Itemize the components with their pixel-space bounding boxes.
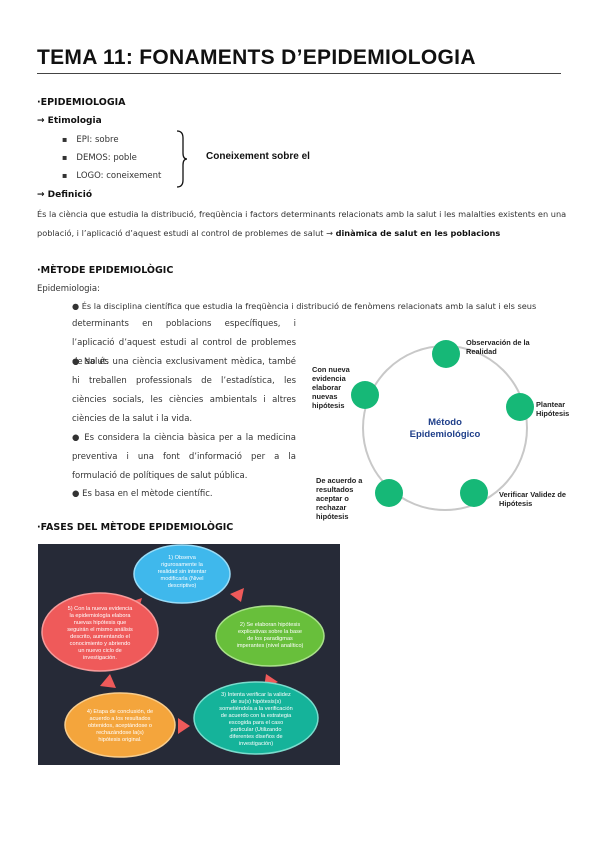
metode-bullet-4: ● Es basa en el mètode científic. bbox=[72, 489, 213, 499]
phase-1-text: 1) Observa bbox=[168, 555, 197, 561]
cycle-node-verificar bbox=[460, 479, 488, 507]
cycle-label: Observación de la bbox=[466, 338, 531, 347]
phase-4-shape bbox=[64, 692, 176, 758]
phase-5-text: conocimiento y abriendo bbox=[70, 641, 131, 647]
cycle-center-line-2: Epidemiológico bbox=[410, 429, 481, 440]
phase-1-text: realidad sin intentar bbox=[158, 569, 207, 575]
cycle-node-nueva bbox=[351, 381, 379, 409]
brace-label: Coneixement sobre el bbox=[206, 151, 310, 162]
definicio-text: població, i l’aplicació d’aquest estudi … bbox=[37, 228, 333, 238]
phase-5-text: un nuevo ciclo de bbox=[78, 648, 122, 654]
cycle-node-observacion bbox=[432, 340, 460, 368]
cycle-label: rechazar bbox=[316, 503, 347, 512]
phase-3-text: investigación) bbox=[239, 741, 273, 747]
metode-bullet-3: ● Es considera la ciència bàsica per a l… bbox=[72, 433, 296, 481]
phase-5-text: seguirán el mismo análisis bbox=[67, 627, 133, 633]
cycle-label: aceptar o bbox=[316, 494, 349, 503]
cycle-node-acuerdo bbox=[375, 479, 403, 507]
title-divider bbox=[37, 73, 561, 74]
section-heading-metode: ·MÈTODE EPIDEMIOLÒGIC bbox=[37, 265, 174, 276]
epidemiological-method-cycle: Método Epidemiológico Observación de la … bbox=[312, 338, 569, 521]
cycle-label: hipótesis bbox=[316, 512, 348, 521]
phase-5-text: descrito, aumentando el bbox=[70, 634, 130, 640]
phase-4-text: rechazándose la(s) bbox=[96, 730, 144, 736]
phase-4-text: obtenidos, aceptándose o bbox=[88, 723, 152, 729]
phase-3-text: sometiéndola a la verificación bbox=[219, 706, 292, 712]
metode-bullet-1-rest: determinants en poblacions específiques,… bbox=[72, 319, 296, 367]
section-heading-fases: ·FASES DEL MÈTODE EPIDEMIOLÒGIC bbox=[37, 522, 234, 533]
cycle-label: Plantear bbox=[536, 400, 565, 409]
phase-1-shape bbox=[133, 544, 231, 604]
etimologia-item: LOGO: coneixement bbox=[62, 171, 161, 181]
cycle-label: Con nueva bbox=[312, 365, 351, 374]
definicio-text-line-1: És la ciència que estudia la distribució… bbox=[37, 209, 567, 219]
phase-arrow bbox=[178, 718, 190, 734]
curly-brace-icon bbox=[176, 130, 188, 188]
phase-5-shape bbox=[41, 592, 159, 672]
phase-5-text: la epidemiología elabora bbox=[70, 613, 132, 619]
cycle-label: hipótesis bbox=[312, 401, 344, 410]
definicio-label: → Definició bbox=[37, 190, 93, 200]
phases-diagram: 1) Observa rigurosamente la realidad sin… bbox=[38, 544, 340, 765]
cycle-label: Hipótesis bbox=[499, 499, 532, 508]
phase-arrow bbox=[230, 588, 244, 602]
phase-5-text: 5) Con la nueva evidencia bbox=[68, 606, 134, 612]
phase-2-text: imperantes (nivel analítico) bbox=[237, 643, 304, 649]
phase-2-text: de los paradigmas bbox=[247, 636, 293, 642]
phase-3-text: particular (Utilizando bbox=[231, 727, 282, 733]
phase-5-text: nuevas hipótesis que bbox=[74, 620, 127, 626]
cycle-node-plantear bbox=[506, 393, 534, 421]
cycle-label: Verificar Validez de bbox=[499, 490, 566, 499]
definicio-text-line-2: població, i l’aplicació d’aquest estudi … bbox=[37, 228, 500, 238]
metode-bullet-1-line-1: ● És la disciplina científica que estudi… bbox=[72, 301, 537, 311]
phase-5-text: investigación. bbox=[83, 655, 117, 661]
phase-4-text: 4) Etapa de conclusión, de bbox=[87, 709, 153, 715]
phase-2-text: 2) Se elaboran hipótesis bbox=[240, 622, 301, 628]
phase-4-text: hipótesis original. bbox=[98, 737, 142, 743]
section-heading-epidemiologia: ·EPIDEMIOLOGIA bbox=[37, 97, 126, 108]
phase-2-text: explicativas sobre la base bbox=[238, 629, 302, 635]
cycle-label: elaborar bbox=[312, 383, 341, 392]
phase-2-shape bbox=[215, 605, 325, 667]
cycle-label: Realidad bbox=[466, 347, 497, 356]
cycle-label: De acuerdo a bbox=[316, 476, 363, 485]
definicio-bold: dinàmica de salut en les poblacions bbox=[335, 228, 501, 238]
phase-1-text: rigurosamente la bbox=[161, 562, 204, 568]
cycle-center-line-1: Método bbox=[428, 417, 462, 428]
page-title: TEMA 11: FONAMENTS D’EPIDEMIOLOGIA bbox=[37, 46, 476, 69]
phase-1-text: modificarla (Nivel bbox=[161, 576, 204, 582]
metode-intro: Epidemiologia: bbox=[37, 284, 100, 294]
phase-4-text: acuerdo a los resultados bbox=[90, 716, 151, 722]
phases-diagram-svg: 1) Observa rigurosamente la realidad sin… bbox=[41, 544, 325, 758]
phase-3-text: diferentes diseños de bbox=[229, 734, 282, 740]
etimologia-item: DEMOS: poble bbox=[62, 153, 136, 163]
cycle-label: evidencia bbox=[312, 374, 347, 383]
phase-3-text: de su(s) hipótesis(s) bbox=[231, 699, 281, 705]
etimologia-item: EPI: sobre bbox=[62, 135, 118, 145]
phase-1-text: descriptivo) bbox=[168, 583, 197, 589]
metode-bullet-2: ● No és una ciència exclusivament mèdica… bbox=[72, 357, 296, 424]
phase-3-text: 3) Intenta verificar la validez bbox=[221, 692, 291, 698]
phase-arrow bbox=[100, 674, 116, 688]
phase-3-text: de acuerdo con la estrategia bbox=[221, 713, 292, 719]
cycle-label: resultados bbox=[316, 485, 353, 494]
etimologia-label: → Etimologia bbox=[37, 116, 102, 126]
phase-3-shape bbox=[193, 681, 319, 755]
cycle-label: Hipótesis bbox=[536, 409, 569, 418]
cycle-label: nuevas bbox=[312, 392, 337, 401]
phase-3-text: escogida para el caso bbox=[229, 720, 283, 726]
